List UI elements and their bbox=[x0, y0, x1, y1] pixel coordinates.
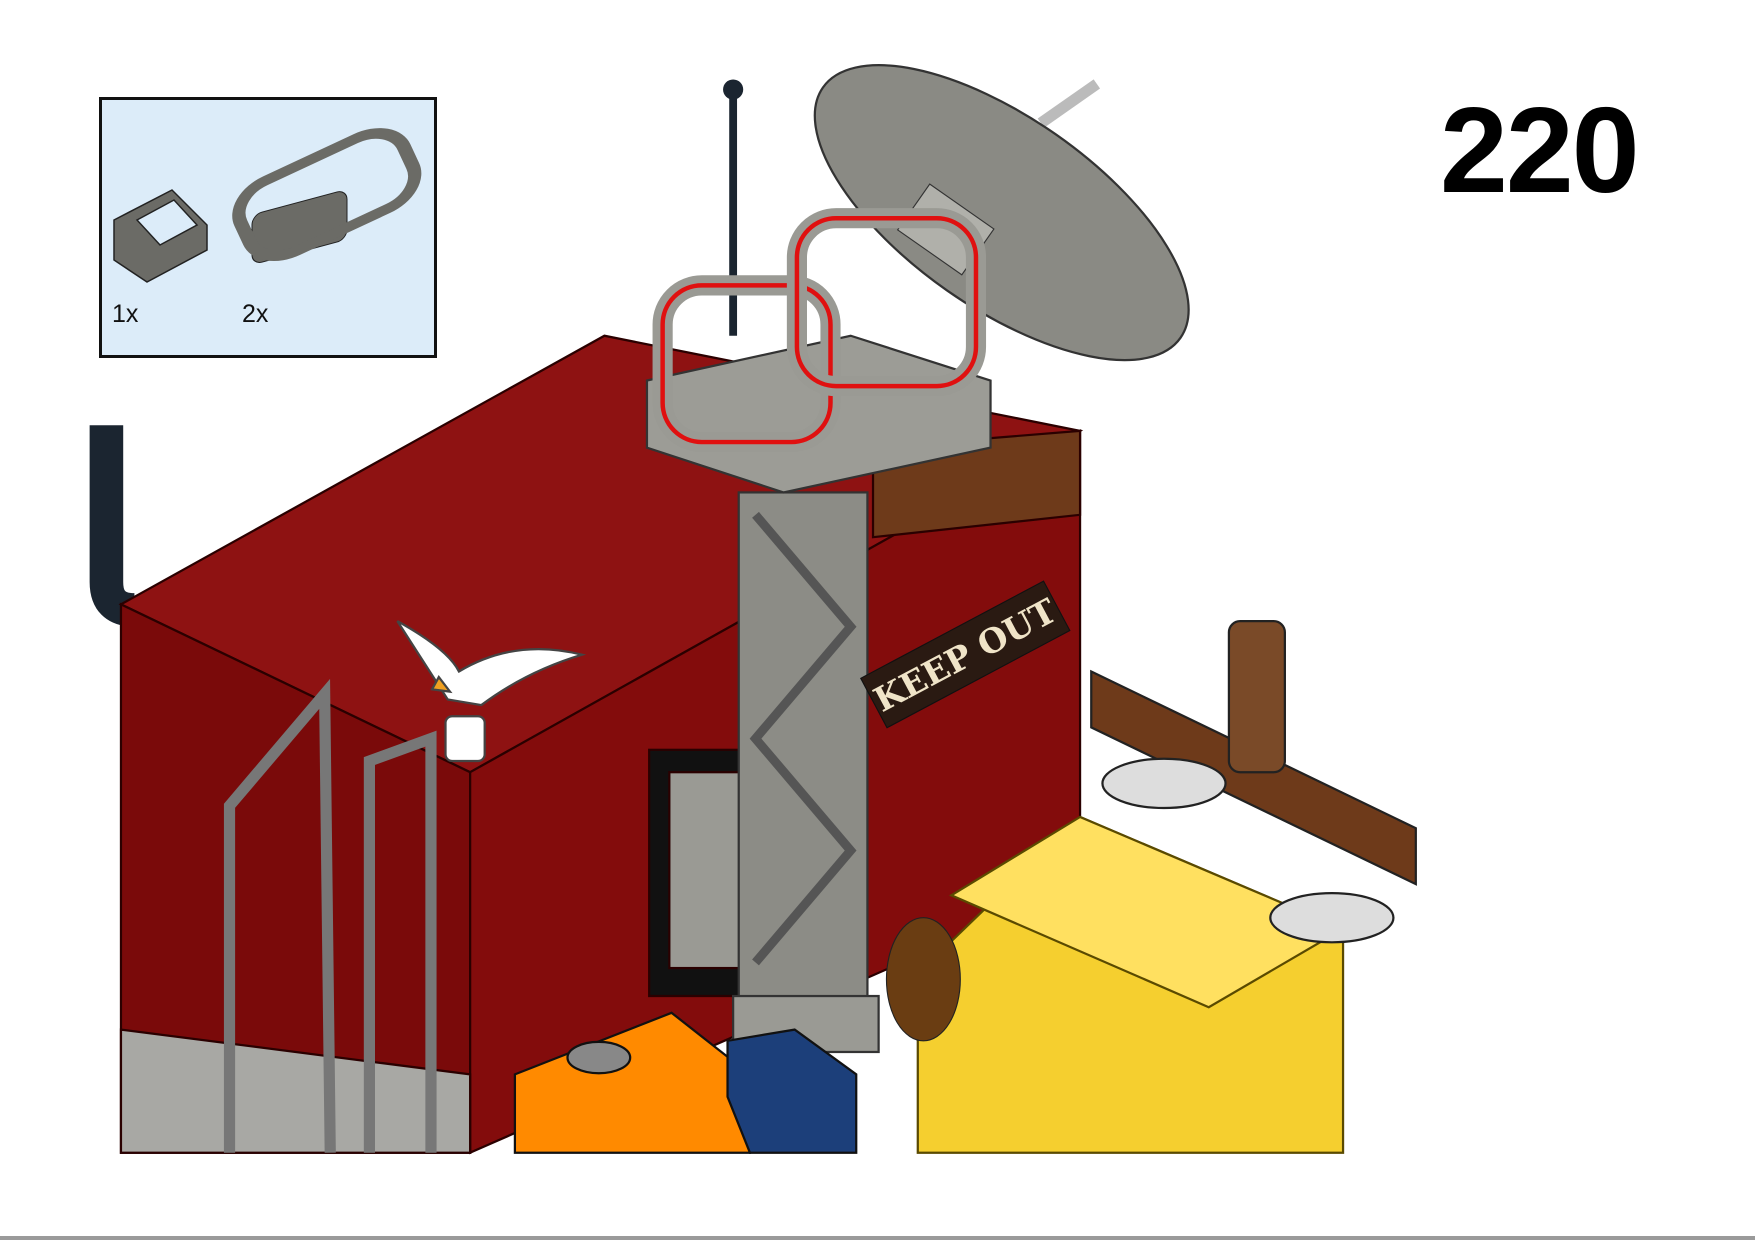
blue-toolbox bbox=[726, 1028, 858, 1154]
sack bbox=[885, 917, 961, 1042]
brown-beam bbox=[1090, 620, 1417, 944]
yellow-platform bbox=[916, 815, 1346, 1154]
page-bottom-border bbox=[0, 1236, 1755, 1240]
ladder bbox=[223, 678, 437, 1153]
bar-handle-icon bbox=[232, 128, 422, 263]
parts-list-callout: 1x 2x bbox=[99, 97, 437, 358]
step-number: 220 bbox=[1440, 82, 1640, 218]
part-quantity: 2x bbox=[242, 300, 269, 328]
seagull bbox=[396, 620, 587, 763]
pipe bbox=[89, 425, 136, 627]
new-handle-parts bbox=[652, 208, 987, 453]
handle-tile-icon bbox=[113, 189, 208, 283]
generator bbox=[513, 1011, 752, 1154]
part-quantity: 1x bbox=[112, 300, 139, 328]
